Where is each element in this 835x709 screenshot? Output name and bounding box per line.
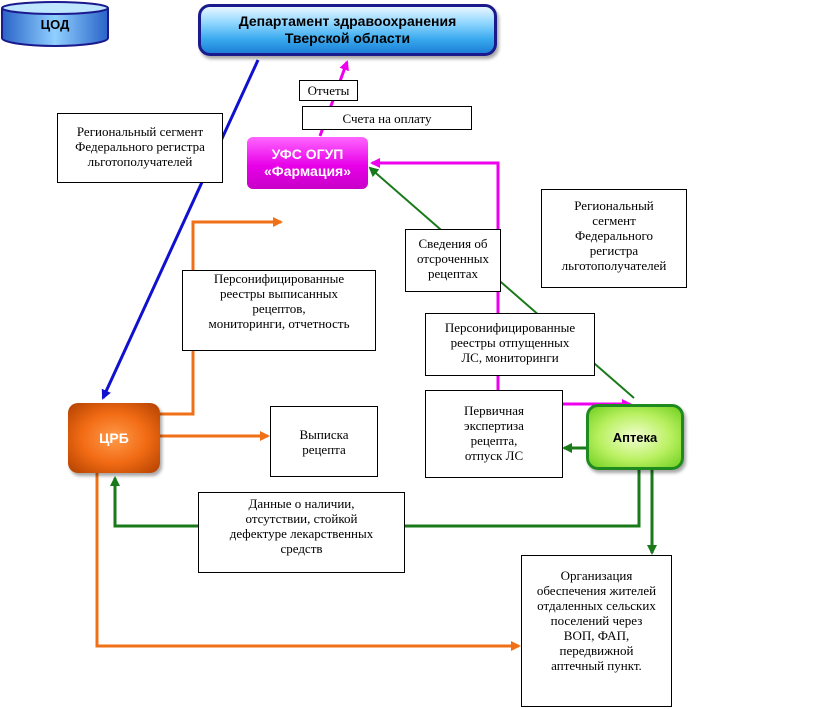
crb-node: ЦРБ: [68, 403, 160, 473]
stock-data-label: Данные о наличии, отсутствии, стойкой де…: [198, 492, 405, 573]
personalized-registers-issued-label: Персонифицированные реестры выписанных р…: [182, 270, 376, 351]
reports-label: Отчеты: [299, 80, 358, 101]
rural-supply-label: Организация обеспечения жителей отдаленн…: [521, 555, 672, 707]
deferred-prescriptions-label: Сведения об отсроченных рецептах: [405, 229, 501, 292]
cod-database-node: ЦОД: [0, 0, 110, 48]
database-icon: [0, 1, 109, 47]
regional-segment-left-label: Региональный сегмент Федерального регист…: [57, 113, 223, 183]
ufs-pharmacy-node: УФС ОГУП «Фармация»: [247, 137, 368, 189]
regional-segment-right-label: Региональный сегмент Федерального регист…: [541, 189, 687, 288]
department-node: Департамент здравоохранения Тверской обл…: [198, 4, 497, 56]
cod-label: ЦОД: [40, 17, 70, 32]
arrow-department-to-crb: [101, 59, 260, 400]
personalized-registers-dispensed-label: Персонифицированные реестры отпущенных Л…: [425, 313, 595, 376]
apteka-node: Аптека: [586, 404, 684, 470]
invoices-label: Счета на оплату: [302, 106, 472, 130]
primary-expertise-label: Первичная экспертиза рецепта, отпуск ЛС: [425, 390, 563, 478]
arrow-crb-to-rural: [95, 473, 521, 651]
prescription-issue-label: Выписка рецепта: [270, 406, 378, 477]
